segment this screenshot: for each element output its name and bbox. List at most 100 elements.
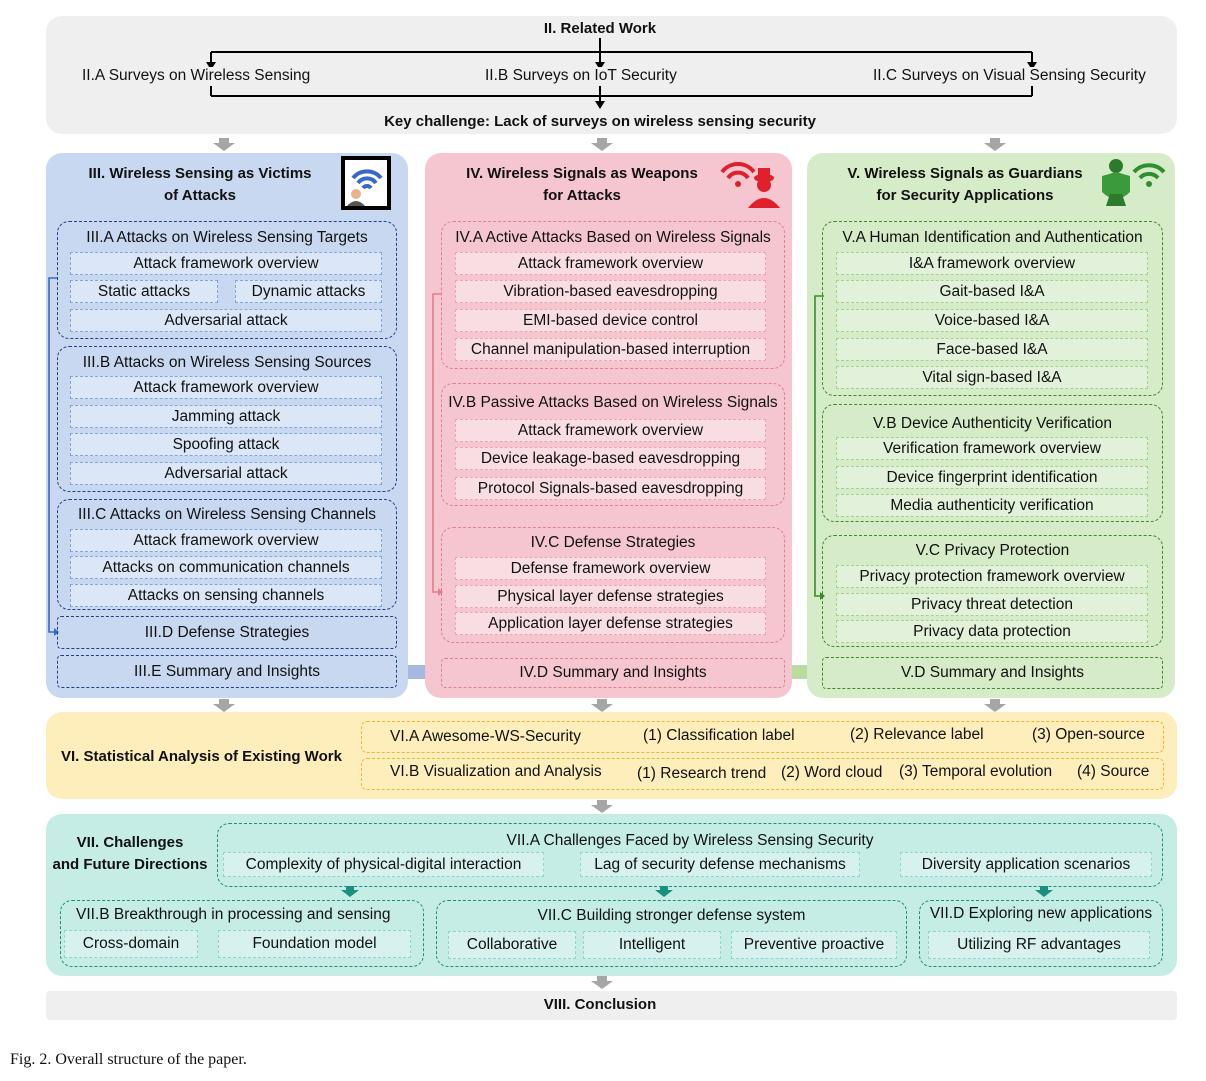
- guardians-section-a: [822, 221, 1163, 396]
- related-work-title: II. Related Work: [543, 20, 657, 37]
- stats-b-item: (2) Word cloud: [781, 764, 883, 781]
- related-work-c: II.C Surveys on Visual Sensing Security: [873, 67, 1146, 85]
- flow-arrows: [213, 138, 1006, 989]
- weapons-b-item: Protocol Signals-based eavesdropping: [455, 477, 766, 500]
- weapons-section-c-head: IV.C Defense Strategies: [530, 534, 696, 551]
- future-section-c-head: VII.C Building stronger defense system: [537, 907, 806, 924]
- guardians-a-item: I&A framework overview: [836, 252, 1148, 275]
- weapons-a-item: EMI-based device control: [455, 309, 766, 332]
- weapons-title-line2: for Attacks: [543, 187, 621, 204]
- future-c-item: Preventive proactive: [731, 931, 897, 959]
- victims-section-b: [57, 346, 397, 492]
- victims-a-item: Static attacks: [70, 280, 218, 303]
- guardians-c-item: Privacy threat detection: [836, 593, 1148, 616]
- weapons-b-item: Device leakage-based eavesdropping: [455, 447, 766, 470]
- future-section-d-head: VII.D Exploring new applications: [929, 905, 1153, 922]
- future-c-item: Intelligent: [583, 931, 721, 959]
- stats-panel: [46, 712, 1177, 799]
- guardians-a-item: Voice-based I&A: [836, 309, 1148, 332]
- future-title-line2: and Future Directions: [52, 856, 208, 873]
- victims-section-c: [57, 499, 397, 610]
- weapons-c-item: Defense framework overview: [455, 557, 766, 580]
- victims-section-a-head: III.A Attacks on Wireless Sensing Target…: [86, 229, 368, 246]
- victims-b-item: Attack framework overview: [70, 376, 382, 399]
- guardians-c-item: Privacy data protection: [836, 620, 1148, 643]
- conclusion-title: VIII. Conclusion: [543, 996, 657, 1013]
- guardians-section-d: V.D Summary and Insights: [822, 657, 1163, 689]
- guardians-title-line2: for Security Applications: [876, 187, 1054, 204]
- future-section-d: [919, 900, 1163, 967]
- weapons-b-item: Attack framework overview: [455, 419, 766, 442]
- weapon-hacker-wifi-icon: [718, 158, 782, 208]
- victims-section-b-head: III.B Attacks on Wireless Sensing Source…: [82, 354, 372, 371]
- victims-section-d: III.D Defense Strategies: [57, 616, 397, 649]
- weapons-section-b: [441, 383, 785, 506]
- guardians-section-a-head: V.A Human Identification and Authenticat…: [842, 229, 1143, 246]
- victims-section-e: III.E Summary and Insights: [57, 655, 397, 688]
- future-down-arrows: [341, 886, 1053, 897]
- guardians-b-item: Verification framework overview: [836, 437, 1148, 460]
- related-work-b: II.B Surveys on IoT Security: [485, 67, 677, 85]
- stats-a-item: (1) Classification label: [643, 727, 795, 744]
- stats-a-item: (3) Open-source: [1032, 726, 1145, 743]
- figure-caption: Fig. 2. Overall structure of the paper.: [10, 1051, 247, 1068]
- weapons-a-item: Vibration-based eavesdropping: [455, 280, 766, 303]
- stats-row-b: [361, 758, 1164, 790]
- victims-a-item: Dynamic attacks: [235, 280, 382, 303]
- weapons-section-c: [441, 527, 785, 643]
- key-challenge: Key challenge: Lack of surveys on wirele…: [384, 113, 816, 130]
- stats-title: VI. Statistical Analysis of Existing Wor…: [61, 748, 342, 765]
- future-section-b: [60, 900, 424, 967]
- victims-title-line2: of Attacks: [164, 187, 236, 204]
- future-b-item: Cross-domain: [64, 930, 198, 958]
- victims-bracket: [48, 277, 59, 636]
- future-c-item: Collaborative: [448, 931, 576, 959]
- victims-title-line1: III. Wireless Sensing as Victims: [88, 165, 312, 182]
- victims-section-a: [57, 221, 397, 339]
- guardians-title-line1: V. Wireless Signals as Guardians: [847, 165, 1083, 182]
- stats-a-item: (2) Relevance label: [850, 726, 984, 743]
- future-a-item: Diversity application scenarios: [900, 852, 1152, 877]
- weapons-c-item: Application layer defense strategies: [455, 612, 766, 635]
- guardians-a-item: Vital sign-based I&A: [836, 366, 1148, 389]
- future-section-a-head: VII.A Challenges Faced by Wireless Sensi…: [506, 832, 874, 849]
- guardians-section-c: [822, 535, 1163, 647]
- guardians-b-item: Device fingerprint identification: [836, 466, 1148, 489]
- stats-b-item: (4) Source: [1077, 763, 1150, 780]
- stats-b-item: (3) Temporal evolution: [899, 763, 1053, 780]
- conclusion-panel: [46, 991, 1177, 1020]
- guardians-a-item: Gait-based I&A: [836, 280, 1148, 303]
- weapons-a-item: Attack framework overview: [455, 252, 766, 275]
- guardians-section-b-head: V.B Device Authenticity Verification: [873, 415, 1112, 432]
- victim-wifi-user-icon: [341, 156, 391, 210]
- victims-b-item: Adversarial attack: [70, 462, 382, 485]
- future-title-line1: VII. Challenges: [76, 834, 184, 851]
- related-work-connector: [206, 38, 1037, 109]
- weapons-a-item: Channel manipulation-based interruption: [455, 338, 766, 361]
- victims-a-item: Attack framework overview: [70, 252, 382, 275]
- weapons-c-item: Physical layer defense strategies: [455, 585, 766, 608]
- weapons-section-d: IV.D Summary and Insights: [441, 658, 785, 688]
- stats-b-label: VI.B Visualization and Analysis: [390, 763, 602, 780]
- guardian-shield-wifi-icon: [1096, 156, 1166, 210]
- guardians-section-b: [822, 404, 1163, 522]
- weapons-section-a-head: IV.A Active Attacks Based on Wireless Si…: [455, 229, 771, 246]
- future-section-b-head: VII.B Breakthrough in processing and sen…: [76, 906, 391, 923]
- victims-b-item: Jamming attack: [70, 405, 382, 428]
- victims-a-item: Adversarial attack: [70, 309, 382, 332]
- guardians-c-item: Privacy protection framework overview: [836, 565, 1148, 588]
- guardians-a-item: Face-based I&A: [836, 338, 1148, 361]
- future-section-a: [217, 823, 1163, 887]
- related-work-a: II.A Surveys on Wireless Sensing: [82, 67, 311, 85]
- stats-a-label: VI.A Awesome-WS-Security: [390, 728, 581, 745]
- victims-c-item: Attacks on communication channels: [70, 556, 382, 579]
- future-section-c: [436, 900, 907, 967]
- victims-c-item: Attack framework overview: [70, 529, 382, 552]
- victims-section-c-head: III.C Attacks on Wireless Sensing Channe…: [77, 506, 377, 523]
- guardians-section-c-head: V.C Privacy Protection: [915, 542, 1070, 559]
- future-d-item: Utilizing RF advantages: [928, 931, 1150, 959]
- victims-b-item: Spoofing attack: [70, 433, 382, 456]
- guardians-b-item: Media authenticity verification: [836, 494, 1148, 517]
- weapons-section-b-head: IV.B Passive Attacks Based on Wireless S…: [448, 394, 778, 411]
- future-a-item: Lag of security defense mechanisms: [580, 852, 860, 877]
